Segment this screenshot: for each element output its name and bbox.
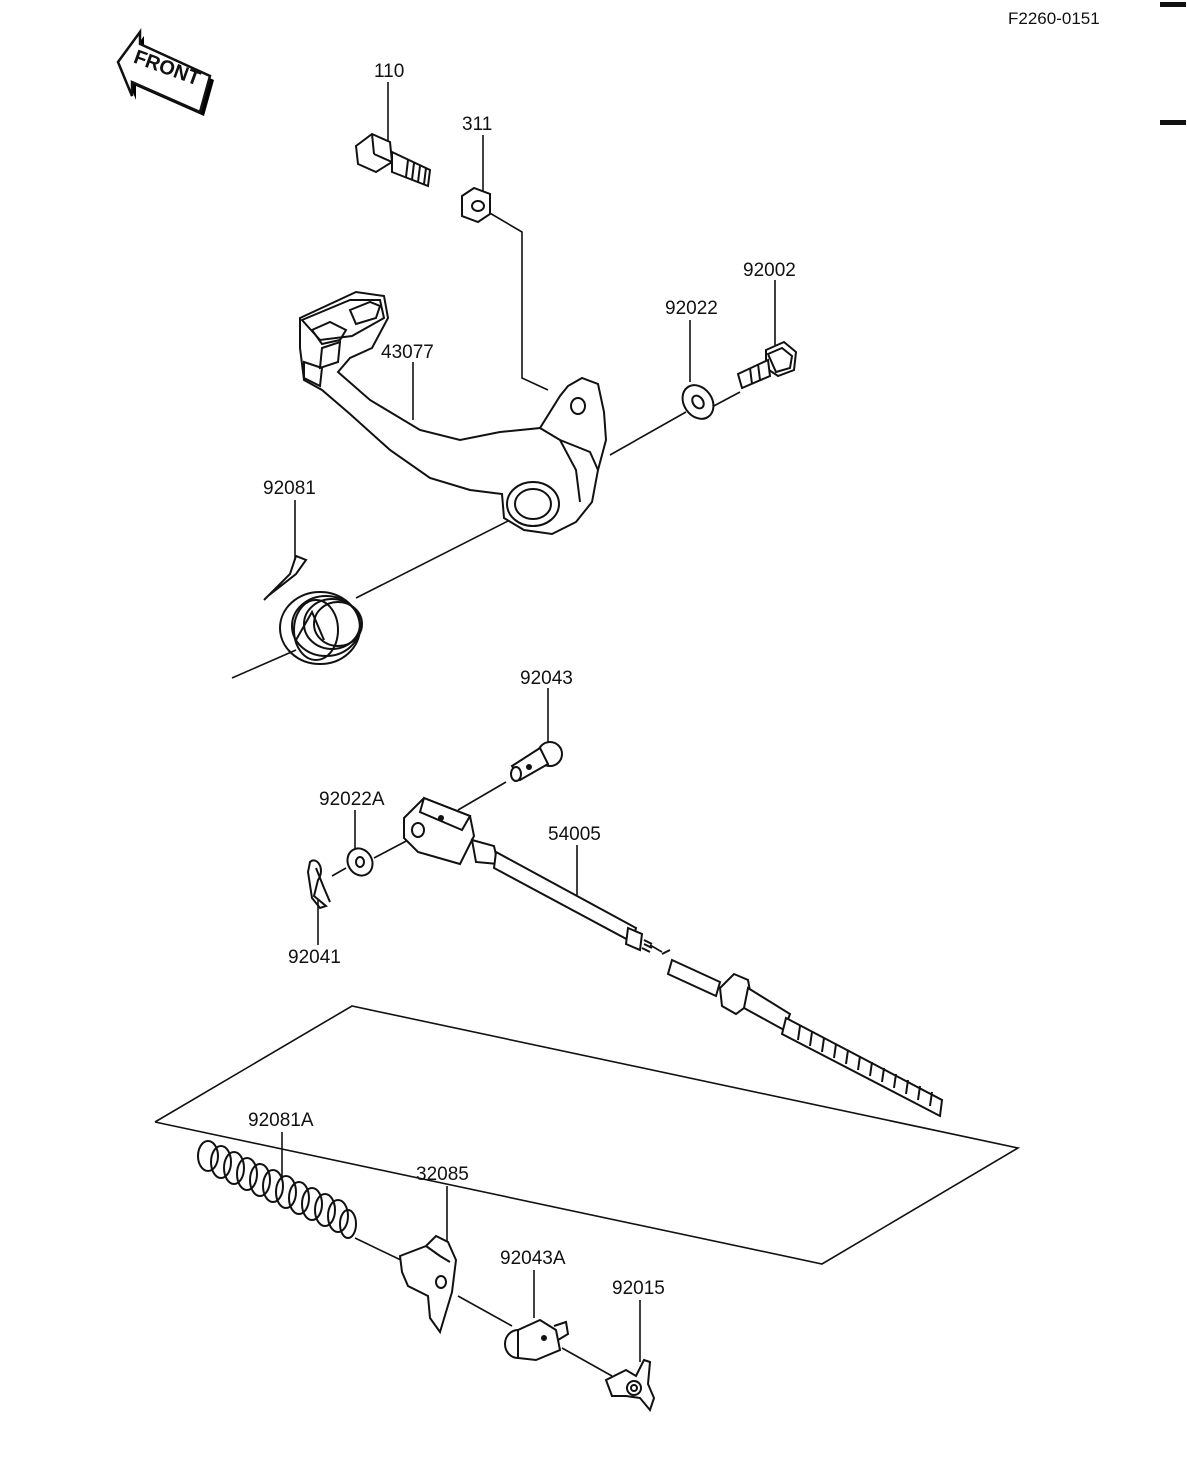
label-43077: 43077 <box>381 342 434 363</box>
label-311: 311 <box>462 114 492 135</box>
pin-92043A <box>504 1318 570 1362</box>
bolt-110 <box>354 132 432 188</box>
label-92043A: 92043A <box>500 1248 566 1269</box>
leader-lines <box>154 82 1021 1377</box>
label-92081A: 92081A <box>248 1110 314 1131</box>
spring-92081A <box>197 1140 357 1239</box>
nut-311 <box>461 186 491 224</box>
label-92043: 92043 <box>520 668 573 689</box>
clevis-pin-92043 <box>510 741 563 782</box>
spring-92081 <box>263 554 363 665</box>
group-outline <box>154 1005 1021 1265</box>
corner-mark-mid <box>1160 120 1186 125</box>
label-54005: 54005 <box>548 824 601 845</box>
washer-92022 <box>681 384 715 420</box>
label-32085: 32085 <box>416 1164 469 1185</box>
label-110: 110 <box>374 61 404 82</box>
front-arrow-icon: FRONT <box>116 28 214 116</box>
label-92022: 92022 <box>665 298 718 319</box>
label-92041: 92041 <box>288 947 341 968</box>
label-92081: 92081 <box>263 478 316 499</box>
brake-cable-54005 <box>403 796 944 1118</box>
label-92022A: 92022A <box>319 789 385 810</box>
washer-92022A <box>346 847 374 877</box>
label-92015: 92015 <box>612 1278 665 1299</box>
diagram-code: F2260-0151 <box>1008 9 1100 28</box>
corner-mark-top <box>1160 2 1186 7</box>
bolt-92002 <box>736 340 798 390</box>
wing-nut-92015 <box>604 1358 656 1413</box>
bracket-32085 <box>398 1234 458 1335</box>
cotter-pin-92041 <box>306 859 331 910</box>
brake-pedal-43077 <box>299 290 608 536</box>
label-92002: 92002 <box>743 260 796 281</box>
